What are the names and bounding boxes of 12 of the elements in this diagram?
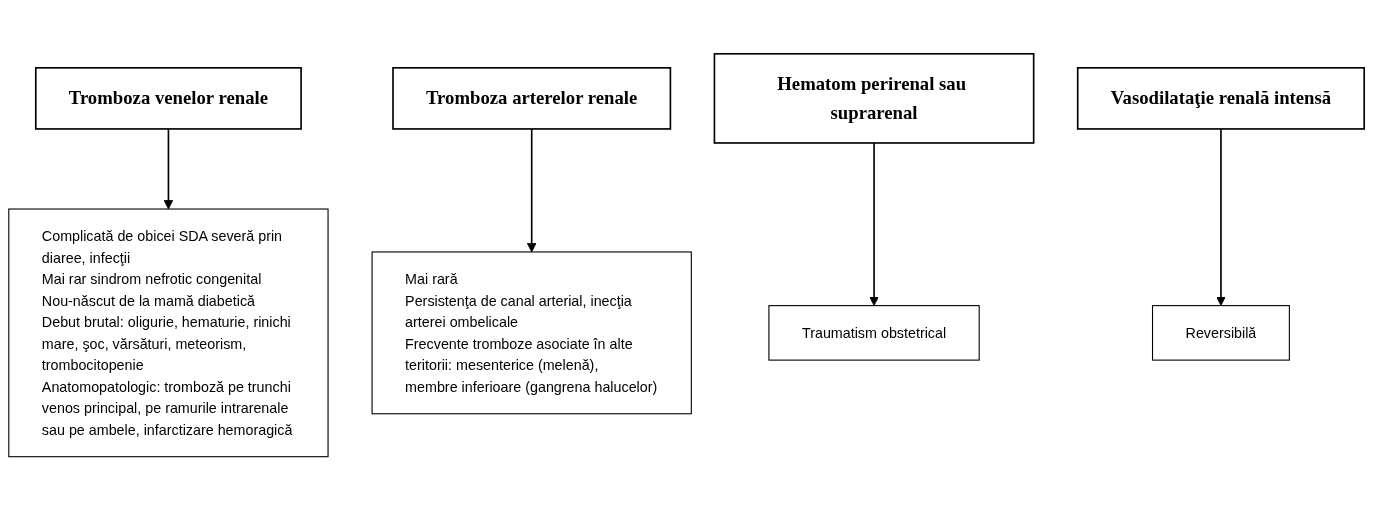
node-box: Hematom perirenal sau suprarenal	[713, 53, 1035, 145]
node-box: Reversibilă	[1151, 305, 1290, 361]
arrow	[163, 128, 174, 210]
node-box: Mai rară Persistenţa de canal arterial, inecţia arterei ombelicale Frecvente tromboze asociate în alte teritorii: mesenterice (melenă), membre inferioare (gangrena halucelor)	[371, 251, 692, 415]
node-box: Complicată de obicei SDA severă prin diaree, infecţii Mai rar sindrom nefrotic congenital Nou-născut de la mamă diabetică Debut brutal: oligurie, hematurie, rinichi mare, şoc, vărsături, meteorism, trombocitopenie Anatomopatologic: tromboză pe trunchi venos principal, pe ramurile intrarenale sau pe ambele, infarctizare hemoragică	[8, 208, 329, 458]
arrow	[526, 128, 537, 253]
node-box: Vasodilataţie renală intensă	[1076, 67, 1365, 130]
node-box: Traumatism obstetrical	[768, 305, 980, 361]
node-box: Tromboza arterelor renale	[392, 67, 672, 130]
arrow	[869, 142, 879, 307]
node-box: Tromboza venelor renale	[34, 67, 302, 130]
arrow	[1216, 128, 1226, 307]
